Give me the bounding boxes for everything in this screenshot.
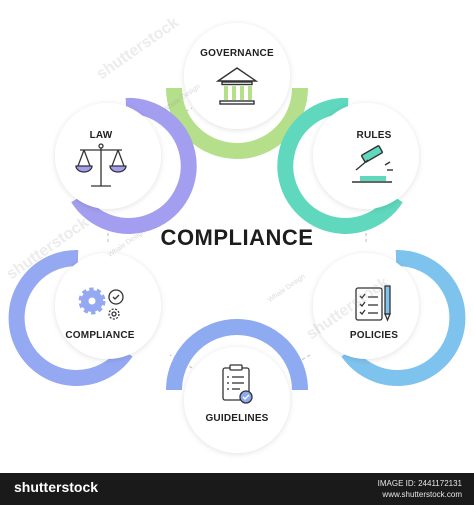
governance-arc (166, 87, 308, 159)
scales-icon (75, 143, 127, 187)
footer-bar: shutterstock IMAGE ID: 2441172131 www.sh… (0, 473, 474, 505)
policies-label: POLICIES (349, 330, 399, 341)
checklist-pencil-icon (355, 285, 391, 322)
gavel-icon (352, 145, 393, 183)
node-compliance (8, 249, 161, 386)
guidelines-label: GUIDELINES (205, 413, 269, 424)
law-label: LAW (89, 130, 113, 141)
rules-arc (277, 97, 403, 234)
guidelines-arc (166, 319, 308, 391)
diagram-title: COMPLIANCE (160, 225, 314, 250)
gears-check-icon (78, 287, 124, 320)
node-guidelines (166, 319, 308, 453)
footer-image-id: IMAGE ID: 2441172131 www.shutterstock.co… (378, 478, 462, 500)
node-law (55, 97, 197, 234)
rules-label: RULES (356, 130, 392, 141)
clipboard-check-icon (222, 364, 253, 404)
node-rules (277, 97, 419, 234)
node-governance (166, 23, 308, 159)
image-id-text: IMAGE ID: 2441172131 (377, 479, 462, 488)
compliance-arc (8, 249, 133, 386)
site-url: www.shutterstock.com (382, 490, 462, 499)
compliance-node-label: COMPLIANCE (65, 330, 135, 341)
bank-icon (215, 67, 259, 105)
governance-label: GOVERNANCE (200, 48, 274, 59)
policies-arc (341, 249, 466, 386)
footer-brand: shutterstock (14, 479, 99, 495)
law-arc (71, 97, 197, 234)
node-policies (313, 249, 466, 386)
